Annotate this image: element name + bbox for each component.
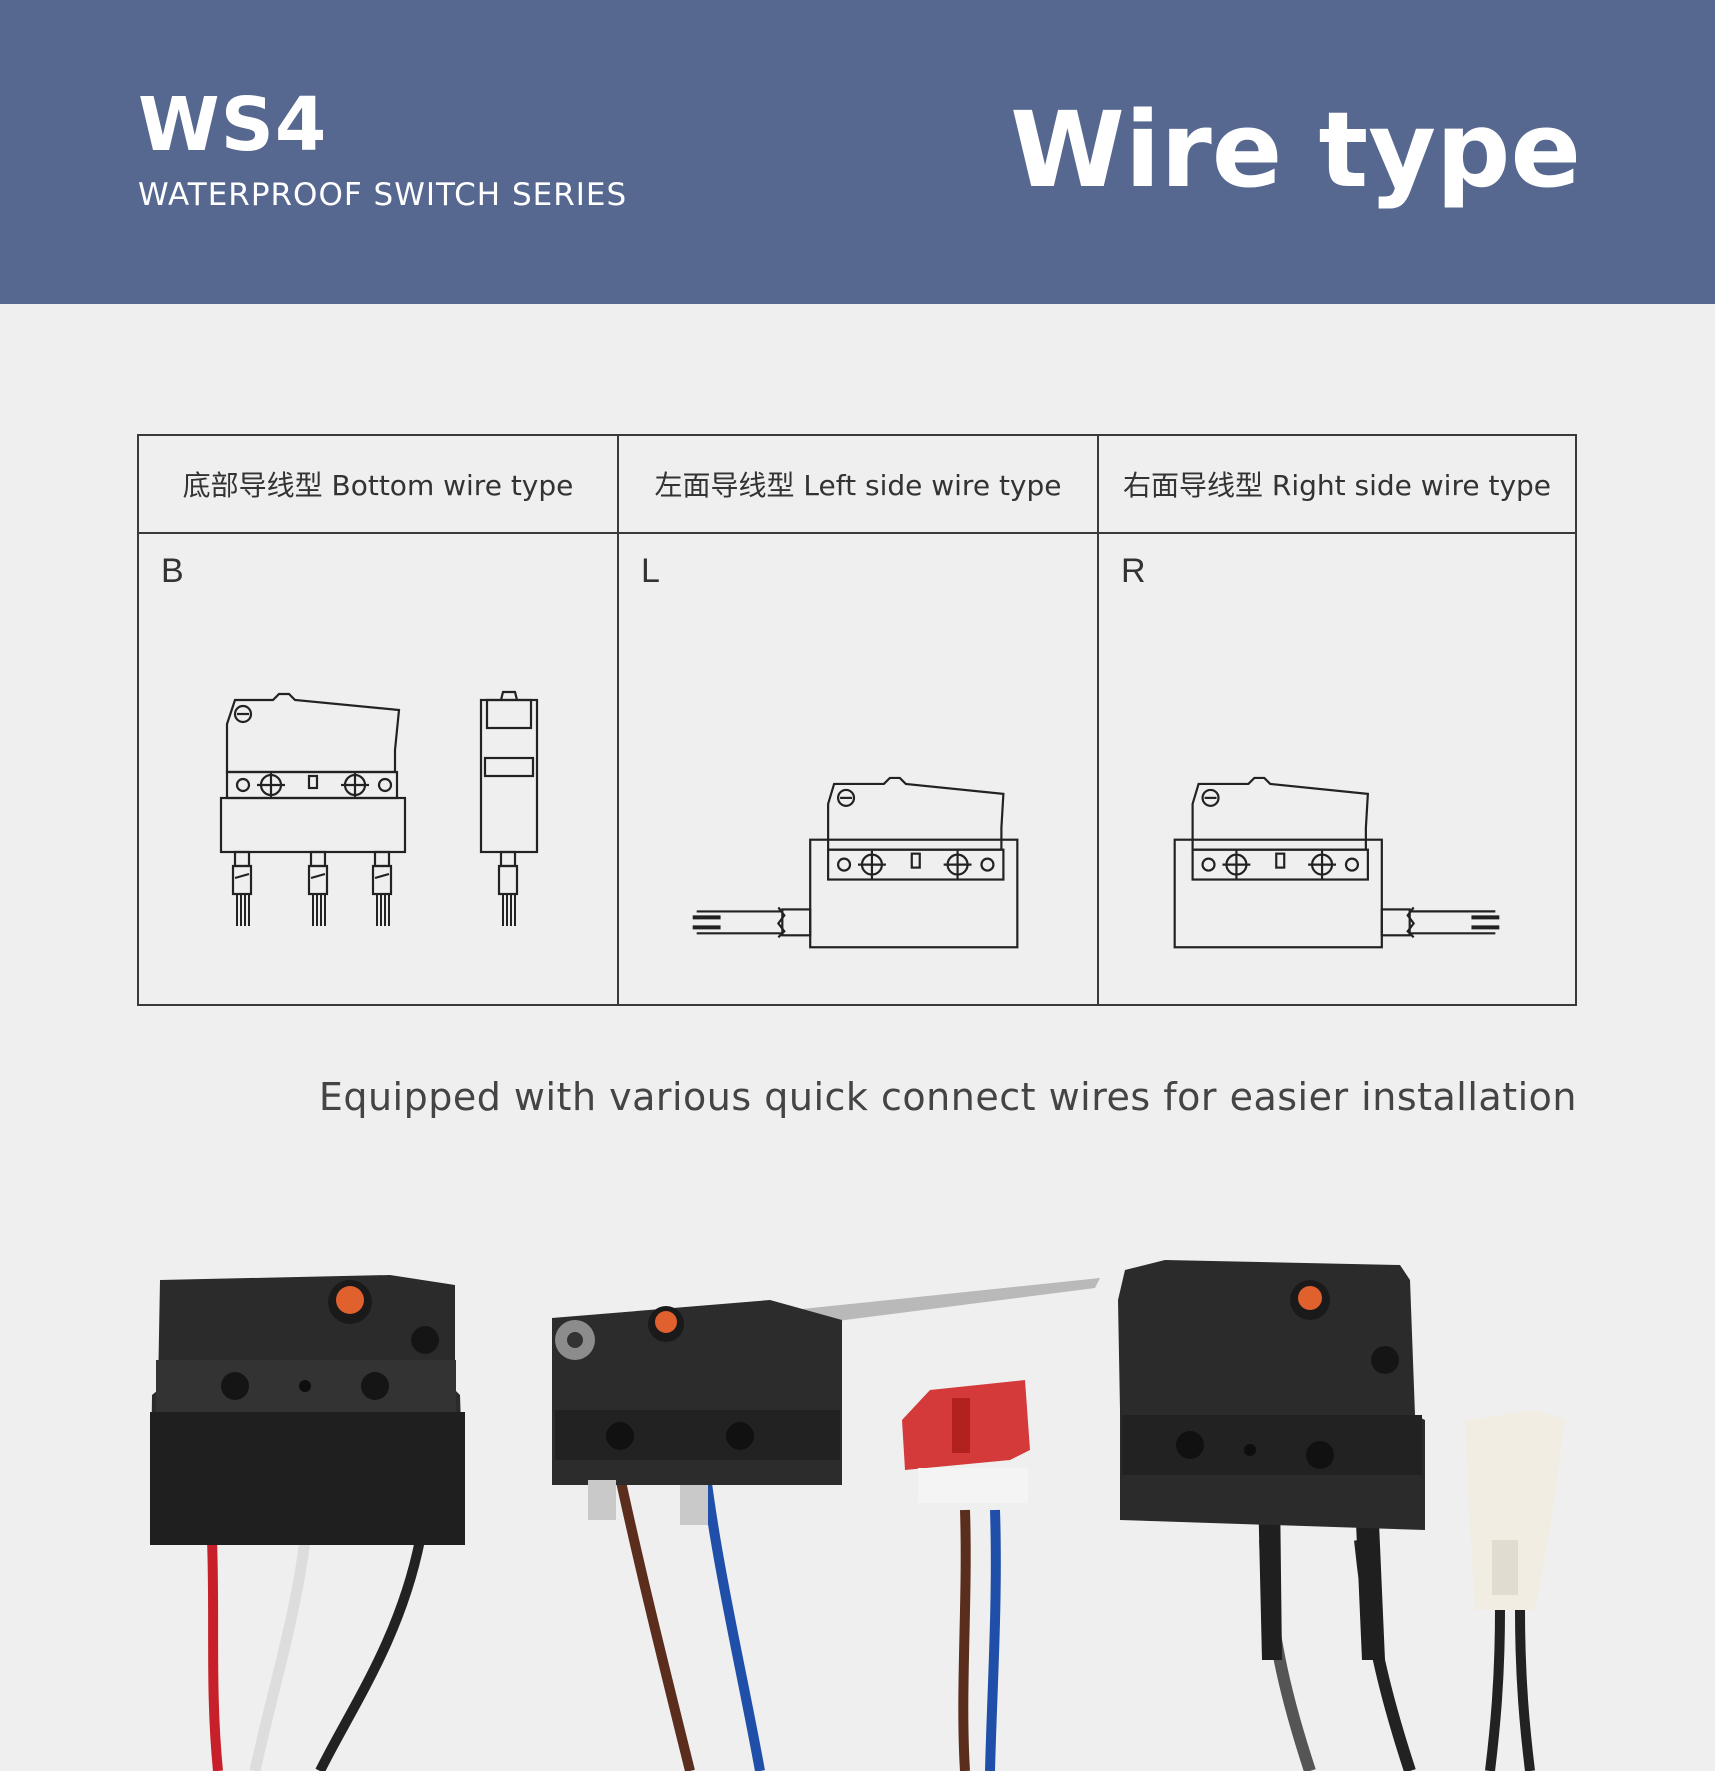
page-title: Wire type xyxy=(1010,89,1581,211)
wire-type-code: R xyxy=(1121,552,1146,590)
series-code: WS4 xyxy=(138,82,328,168)
wire-type-code: L xyxy=(641,552,660,590)
tagline: Equipped with various quick connect wire… xyxy=(318,1075,1577,1119)
wire-type-label: 右面导线型 Right side wire type xyxy=(1099,436,1575,534)
right-wire-drawing xyxy=(1173,776,1500,949)
header-banner: WS4 WATERPROOF SWITCH SERIES Wire type xyxy=(0,0,1715,304)
left-wire-drawing xyxy=(692,776,1019,949)
series-name: WATERPROOF SWITCH SERIES xyxy=(138,177,628,213)
wire-type-left: 左面导线型 Left side wire type L xyxy=(617,436,1097,1004)
right-wire-switch-photo xyxy=(1118,1260,1565,1771)
lever-switch-photo xyxy=(552,1278,1100,1771)
wire-type-table: 底部导线型 Bottom wire type B xyxy=(137,434,1577,1006)
bottom-wire-switch-photo xyxy=(150,1275,465,1771)
product-photo xyxy=(150,1260,1565,1771)
wire-type-bottom: 底部导线型 Bottom wire type B xyxy=(139,436,617,1004)
wire-type-label: 底部导线型 Bottom wire type xyxy=(139,436,617,534)
wire-type-right: 右面导线型 Right side wire type R xyxy=(1097,436,1575,1004)
wire-type-code: B xyxy=(161,552,184,590)
wire-type-label: 左面导线型 Left side wire type xyxy=(619,436,1097,534)
bottom-wire-drawing xyxy=(219,690,539,926)
